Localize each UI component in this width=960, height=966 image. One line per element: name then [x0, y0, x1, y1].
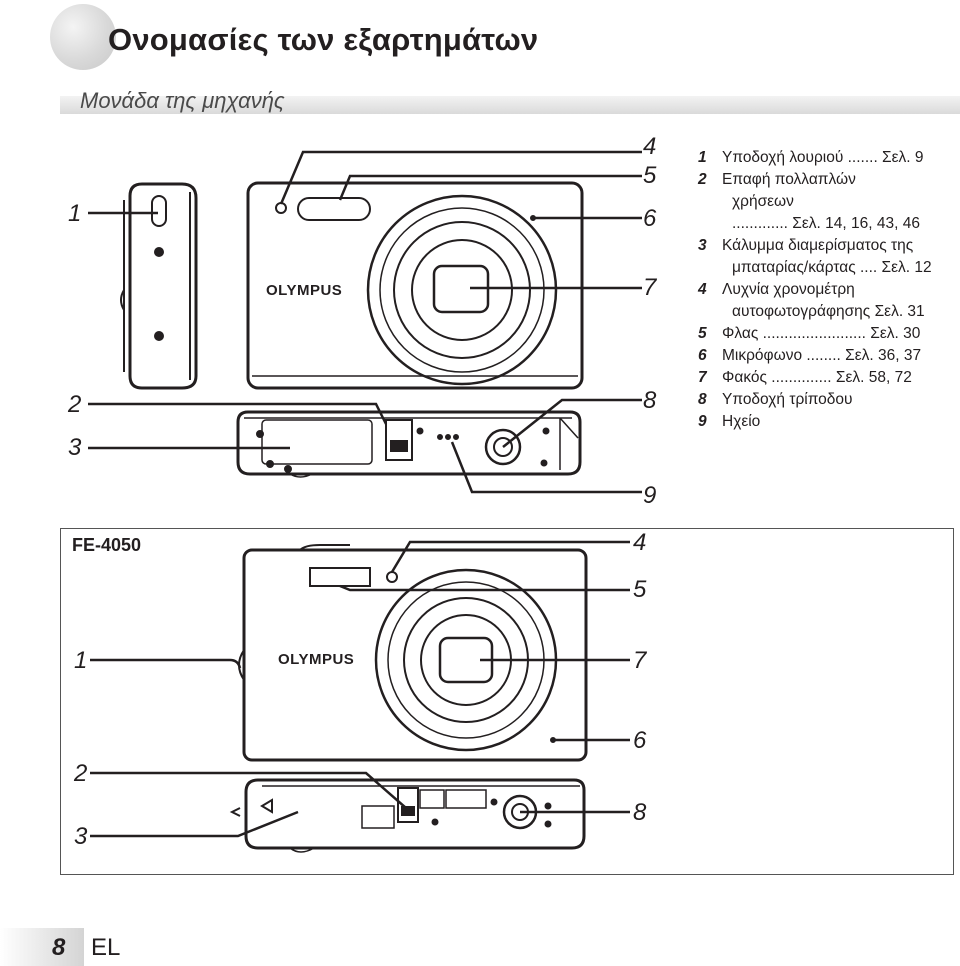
callout-8: 8 [643, 387, 657, 414]
page-number: 8 [52, 934, 66, 961]
language-code: EL [91, 934, 121, 961]
page-tab [0, 928, 84, 966]
callout-2: 2 [74, 760, 88, 787]
callout-8: 8 [633, 799, 647, 826]
camera-front-view [246, 181, 584, 390]
title-decoration [50, 4, 116, 70]
callout-3: 3 [74, 823, 88, 850]
callout-1: 1 [74, 647, 88, 674]
callout-1: 1 [68, 200, 82, 227]
title-bar: Ονομασίες των εξαρτημάτων [50, 4, 570, 70]
page-title: Ονομασίες των εξαρτημάτων [108, 22, 539, 57]
legend-item-continuation: χρήσεων [732, 193, 794, 210]
callout-9: 9 [643, 482, 657, 509]
lower-leader-lines [90, 540, 630, 838]
camera-bottom-view [236, 410, 582, 478]
callout-3: 3 [68, 434, 82, 461]
legend-item-continuation: ............. Σελ. 14, 16, 43, 46 [732, 215, 920, 232]
camera-side-view [120, 182, 198, 390]
callout-2: 2 [68, 391, 82, 418]
upper-leader-lines [88, 150, 642, 494]
legend-item-continuation: αυτοφωτογράφησης Σελ. 31 [732, 303, 925, 320]
callout-5: 5 [633, 576, 647, 603]
olympus-logo-lower: OLYMPUS [278, 651, 355, 668]
callout-7: 7 [643, 274, 657, 301]
callout-6: 6 [643, 205, 657, 232]
olympus-logo-upper: OLYMPUS [266, 282, 343, 299]
section-heading: Μονάδα της μηχανής [60, 88, 960, 116]
section-heading-band [60, 96, 960, 114]
model-label: FE-4050 [72, 535, 142, 555]
callout-5: 5 [643, 162, 657, 189]
legend-item-continuation: μπαταρίας/κάρτας .... Σελ. 12 [732, 259, 932, 276]
callout-4: 4 [643, 133, 657, 160]
fe4050-bottom-view [229, 778, 586, 853]
fe4050-front-view [238, 544, 588, 762]
section-subtitle: Μονάδα της μηχανής [80, 88, 285, 113]
callout-7: 7 [633, 647, 647, 674]
model-variant-box [60, 528, 954, 875]
callout-6: 6 [633, 727, 647, 754]
callout-4: 4 [633, 529, 647, 556]
